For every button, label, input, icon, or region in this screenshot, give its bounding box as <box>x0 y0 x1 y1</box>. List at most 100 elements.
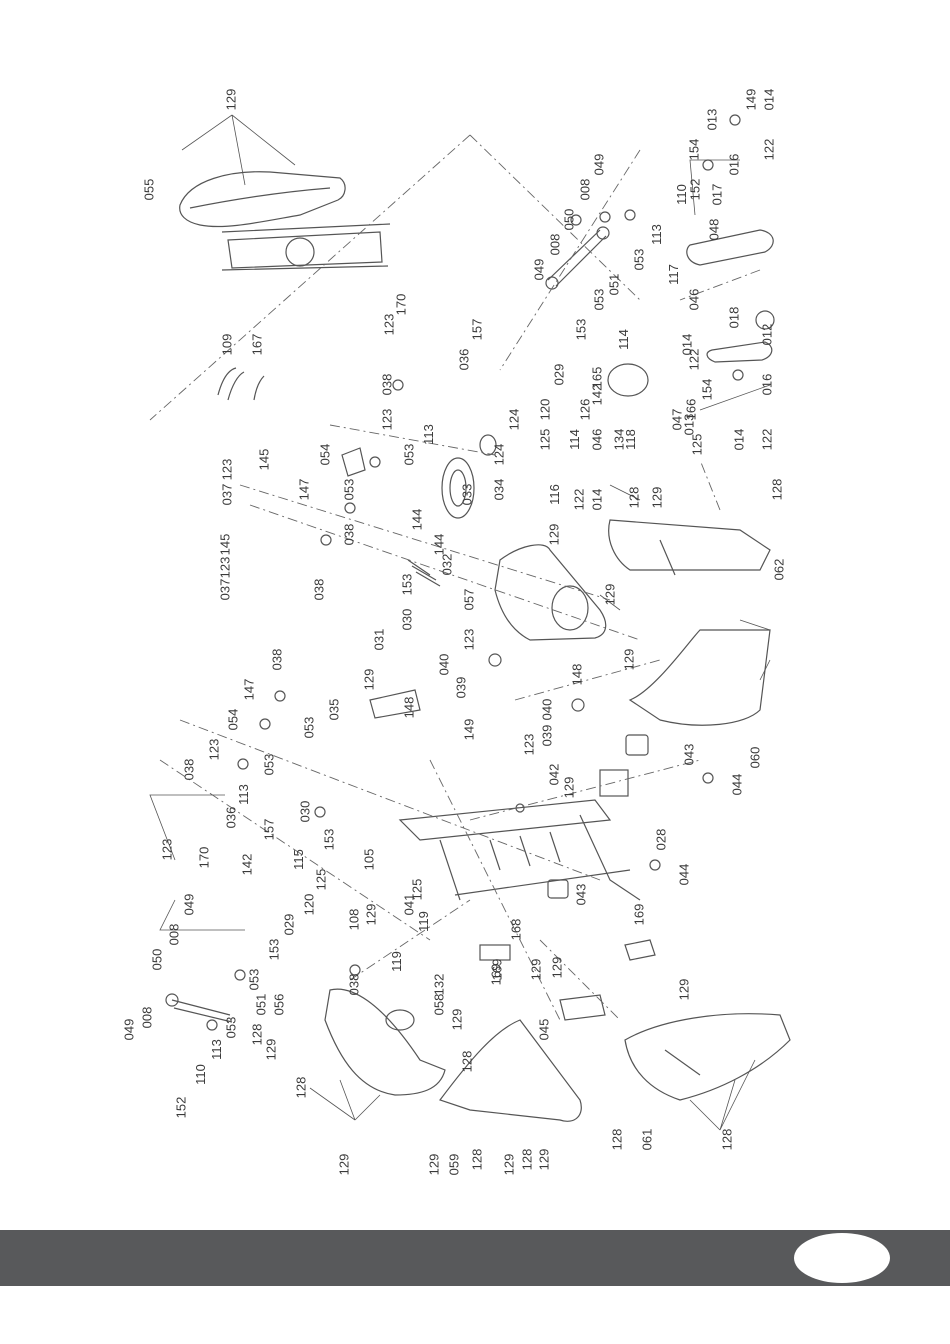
part-label-p109: 053 <box>301 716 317 739</box>
part-label-p103: 044 <box>729 773 745 796</box>
part-label-p90: 040 <box>436 653 452 676</box>
part-label-p37: 157 <box>469 318 485 341</box>
part-label-p58: 038 <box>379 373 395 396</box>
part-label-p134: 125 <box>313 868 329 891</box>
part-label-p102: 043 <box>681 743 697 766</box>
part-label-p1: 129 <box>223 88 239 111</box>
part-label-p171: 061 <box>639 1128 655 1151</box>
part-label-p111: 113 <box>235 784 251 805</box>
part-label-p119: 115 <box>290 849 306 870</box>
part-label-p172: 128 <box>719 1128 735 1151</box>
part-label-p132: 029 <box>281 913 297 936</box>
part-label-p2: 055 <box>141 178 157 201</box>
part-label-p155: 058 <box>431 993 447 1016</box>
part-label-p117: 153 <box>321 828 337 851</box>
front-foot-059 <box>439 1019 582 1122</box>
part-label-p4: 149 <box>743 88 759 111</box>
part-label-p123: 042 <box>546 763 562 786</box>
part-label-p88: 031 <box>371 628 387 651</box>
part-label-p70: 014 <box>589 488 605 511</box>
part-label-p156: 132 <box>431 973 447 996</box>
part-label-p161: 129 <box>676 978 692 1001</box>
part-label-p69: 122 <box>571 488 587 511</box>
part-label-p77: 032 <box>439 553 455 576</box>
part-label-p152: 128 <box>249 1023 265 1046</box>
part-label-p135: 108 <box>346 908 362 931</box>
part-label-p53: 124 <box>491 443 507 466</box>
part-label-p99: 123 <box>521 733 537 756</box>
part-label-p87: 030 <box>399 608 415 631</box>
part-label-p26: 122 <box>686 348 702 371</box>
part-label-p120: 105 <box>361 848 377 871</box>
part-label-p55: 053 <box>401 443 417 466</box>
bottle-058 <box>385 1009 415 1031</box>
part-label-p150: 152 <box>173 1096 189 1119</box>
part-label-p52: 124 <box>506 408 522 431</box>
part-label-p137: 041 <box>401 893 417 916</box>
part-label-p19: 051 <box>606 273 622 296</box>
part-label-p16: 049 <box>531 258 547 281</box>
part-label-p114: 036 <box>223 806 239 829</box>
part-label-p129: 008 <box>166 923 182 946</box>
part-label-p82: 153 <box>399 573 415 596</box>
part-label-p21: 117 <box>665 264 681 285</box>
part-label-p12: 049 <box>591 153 607 176</box>
part-label-p36: 123 <box>381 313 397 336</box>
part-label-p122: 119 <box>415 911 431 932</box>
part-label-p11: 110 <box>673 184 689 205</box>
part-label-p64: 037 <box>219 483 235 506</box>
part-label-p173: 169 <box>631 903 647 926</box>
part-label-p124: 129 <box>561 776 577 799</box>
flywheel-033 <box>441 457 475 519</box>
part-label-p14: 050 <box>561 208 577 231</box>
part-label-p57: 167 <box>249 333 265 356</box>
seat-cover-055 <box>179 171 346 228</box>
part-label-p15: 008 <box>547 233 563 256</box>
part-label-p81: 145 <box>217 533 233 556</box>
part-label-p73: 128 <box>769 478 785 501</box>
foot-cover-060 <box>628 629 771 726</box>
part-label-p100: 149 <box>461 718 477 741</box>
page-number-badge <box>794 1233 890 1283</box>
part-label-p97: 035 <box>326 698 342 721</box>
part-label-p143: 053 <box>246 968 262 991</box>
part-label-p56: 109 <box>219 333 235 356</box>
part-label-p63: 123 <box>219 458 235 481</box>
part-label-p131: 153 <box>266 938 282 961</box>
part-label-p34: 122 <box>759 428 775 451</box>
part-label-p5: 013 <box>704 108 720 131</box>
part-label-p27: 018 <box>726 306 742 329</box>
part-label-p153: 129 <box>263 1038 279 1061</box>
part-label-p22: 046 <box>686 288 702 311</box>
part-label-p59: 123 <box>379 408 395 431</box>
part-label-p40: 029 <box>551 363 567 386</box>
part-label-p163: 129 <box>336 1153 352 1176</box>
part-label-p28: 012 <box>759 323 775 346</box>
part-label-p115: 157 <box>261 818 277 841</box>
part-label-p33: 014 <box>731 428 747 451</box>
part-label-p44: 120 <box>537 398 553 421</box>
part-label-p46: 166 <box>683 398 699 421</box>
part-label-p160: 129 <box>549 956 565 979</box>
drive-wheel-047 <box>607 363 649 397</box>
part-label-p89: 123 <box>461 628 477 651</box>
belt-012 <box>706 341 773 363</box>
part-label-p38: 036 <box>456 348 472 371</box>
part-label-p104: 038 <box>269 648 285 671</box>
part-label-p130: 050 <box>149 948 165 971</box>
part-label-p80: 037 <box>217 578 233 601</box>
part-label-p48: 134 <box>611 428 627 451</box>
handlebar-post-035 <box>369 689 421 719</box>
part-label-p149: 110 <box>192 1064 208 1085</box>
part-label-p35: 170 <box>393 293 409 316</box>
part-label-p43: 126 <box>577 398 593 421</box>
part-label-p169: 129 <box>426 1153 442 1176</box>
part-label-p61: 147 <box>296 478 312 501</box>
part-label-p128: 049 <box>181 893 197 916</box>
part-label-p45: 047 <box>669 408 685 431</box>
part-label-p68: 116 <box>546 484 562 505</box>
part-label-p72: 129 <box>649 486 665 509</box>
part-label-p54: 113 <box>420 424 436 445</box>
part-label-p106: 054 <box>225 708 241 731</box>
part-label-p108: 038 <box>181 758 197 781</box>
